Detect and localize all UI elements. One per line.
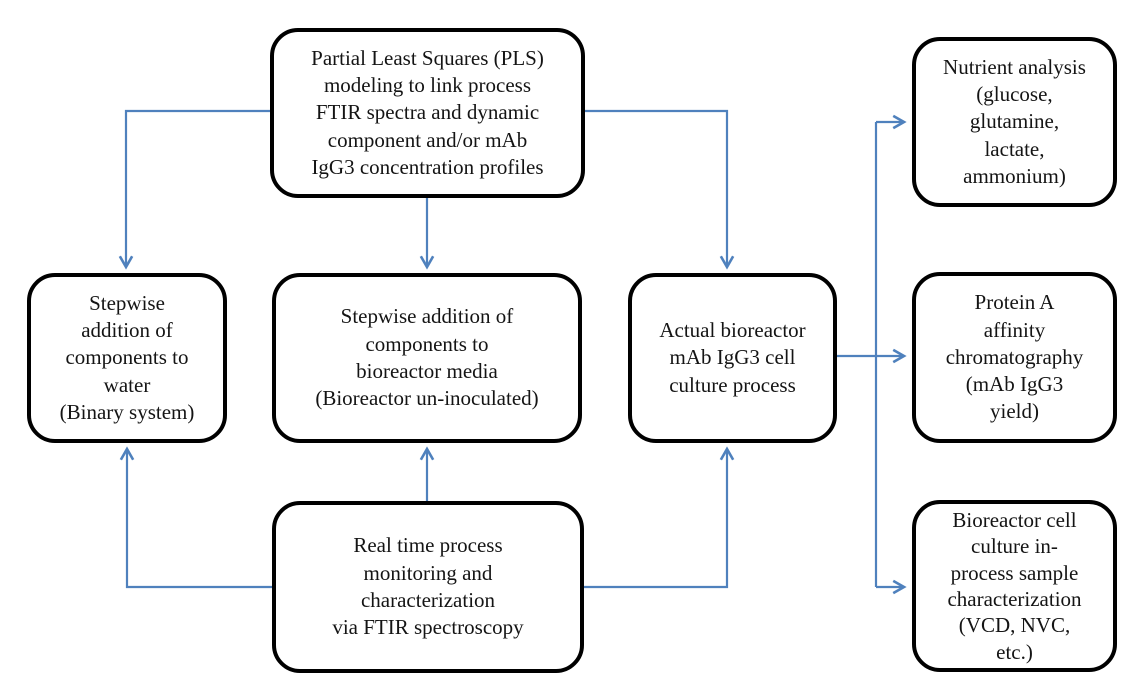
node-inprocess-sample-characterization: Bioreactor cell culture in- process samp… — [912, 500, 1117, 672]
node-pls-modeling: Partial Least Squares (PLS) modeling to … — [270, 28, 585, 198]
node-actual-bioreactor-process: Actual bioreactor mAb IgG3 cell culture … — [628, 273, 837, 443]
node-realtime-ftir-monitoring: Real time process monitoring and charact… — [272, 501, 584, 673]
node-protein-a-chromatography: Protein A affinity chromatography (mAb I… — [912, 272, 1117, 443]
arrow-pls-to-actual — [585, 109, 735, 270]
node-stepwise-bioreactor-media: Stepwise addition of components to biore… — [272, 273, 582, 443]
arrow-pls-to-water — [118, 109, 270, 270]
arrow-realtime-to-actual — [584, 446, 735, 589]
arrow-realtime-to-water — [119, 446, 272, 589]
node-nutrient-analysis: Nutrient analysis (glucose, glutamine, l… — [912, 37, 1117, 207]
node-stepwise-water: Stepwise addition of components to water… — [27, 273, 227, 443]
